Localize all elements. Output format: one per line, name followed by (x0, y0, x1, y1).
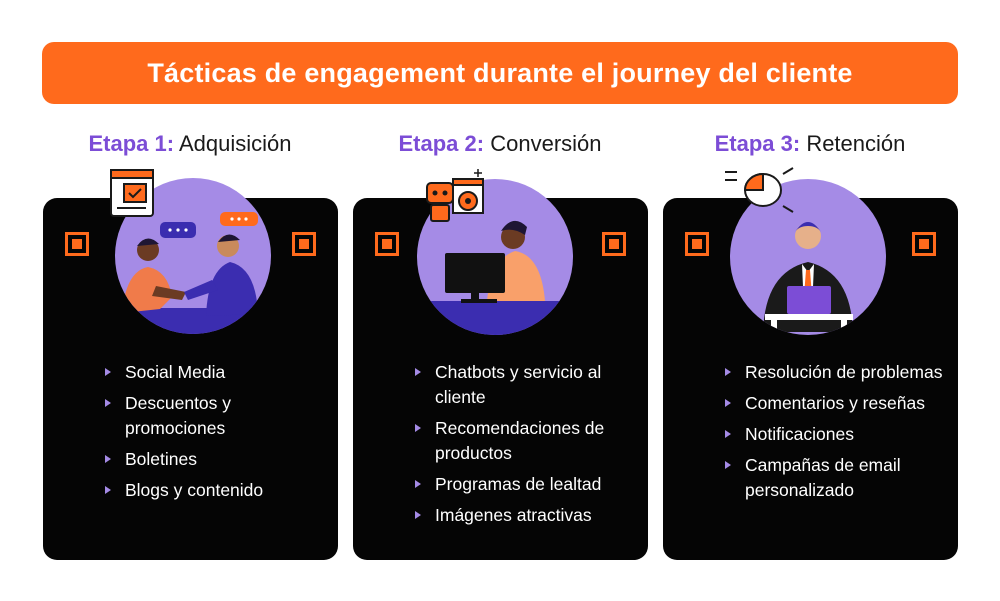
bullet-arrow-icon (415, 368, 421, 376)
bullet-arrow-icon (725, 399, 731, 407)
stage-heading-1: Etapa 1: Adquisición (40, 131, 340, 161)
chatbot-support-illustration (417, 169, 573, 335)
list-item: Social Media (105, 360, 330, 385)
bullet-arrow-icon (105, 455, 111, 463)
orange-square-icon (292, 232, 316, 256)
bullet-arrow-icon (415, 511, 421, 519)
bullet-arrow-icon (725, 430, 731, 438)
orange-square-icon (602, 232, 626, 256)
page-title: Tácticas de engagement durante el journe… (147, 57, 853, 88)
orange-square-icon (685, 232, 709, 256)
bullet-arrow-icon (725, 368, 731, 376)
stage-heading-2: Etapa 2: Conversión (350, 131, 650, 161)
list-item: Descuentos y promociones (105, 391, 330, 441)
tactics-list: Chatbots y servicio al cliente Recomenda… (415, 360, 640, 534)
tactics-list: Social Media Descuentos y promociones Bo… (105, 360, 330, 509)
stage-name: Retención (806, 131, 906, 156)
businessman-laptop-illustration (725, 167, 886, 335)
bullet-arrow-icon (415, 424, 421, 432)
orange-square-icon (65, 232, 89, 256)
list-item: Recomendaciones de productos (415, 416, 640, 466)
list-item: Programas de lealtad (415, 472, 640, 497)
bullet-arrow-icon (725, 461, 731, 469)
bullet-arrow-icon (105, 486, 111, 494)
list-item: Boletines (105, 447, 330, 472)
list-item: Resolución de problemas (725, 360, 950, 385)
list-item: Notificaciones (725, 422, 950, 447)
list-item: Blogs y contenido (105, 478, 330, 503)
orange-square-icon (375, 232, 399, 256)
bullet-arrow-icon (415, 480, 421, 488)
handshake-illustration (110, 169, 271, 334)
stage-label: Etapa 3: (714, 131, 801, 156)
orange-square-icon (912, 232, 936, 256)
list-item: Comentarios y reseñas (725, 391, 950, 416)
title-banner: Tácticas de engagement durante el journe… (42, 42, 958, 104)
bullet-arrow-icon (105, 399, 111, 407)
list-item: Imágenes atractivas (415, 503, 640, 528)
stage-label: Etapa 2: (398, 131, 485, 156)
list-item: Campañas de email personalizado (725, 453, 950, 503)
stage-card-2: Chatbots y servicio al cliente Recomenda… (353, 198, 648, 560)
bullet-arrow-icon (105, 368, 111, 376)
tactics-list: Resolución de problemas Comentarios y re… (725, 360, 950, 509)
stage-heading-3: Etapa 3: Retención (660, 131, 960, 161)
list-item: Chatbots y servicio al cliente (415, 360, 640, 410)
stage-name: Conversión (490, 131, 602, 156)
stage-label: Etapa 1: (88, 131, 175, 156)
stage-name: Adquisición (178, 131, 292, 156)
